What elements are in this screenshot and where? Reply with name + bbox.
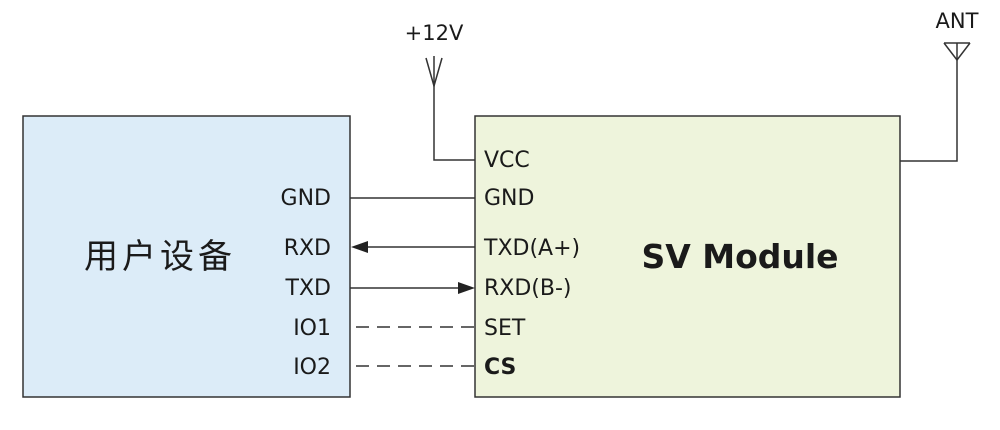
module-pin-set: SET — [484, 316, 526, 341]
user-pin-rxd: RXD — [284, 236, 331, 261]
sv-module-box — [474, 115, 901, 398]
module-pin-cs: CS — [484, 355, 516, 380]
user-device-box — [22, 115, 351, 398]
user-pin-io2: IO2 — [293, 355, 331, 380]
power-label: +12V — [405, 21, 464, 45]
module-pin-rxd: RXD(B-) — [484, 276, 572, 301]
user-pin-io1: IO1 — [293, 316, 331, 341]
module-title: SV Module — [641, 237, 838, 276]
module-pin-gnd: GND — [484, 186, 534, 211]
user-pin-txd: TXD — [285, 276, 331, 301]
user-pin-gnd: GND — [281, 186, 331, 211]
wire-power-vcc — [433, 56, 475, 161]
wire-antenna — [900, 43, 958, 162]
arrow-right-icon — [458, 282, 475, 294]
module-pin-vcc: VCC — [484, 148, 530, 173]
user-device-title: 用户设备 — [84, 237, 236, 277]
module-pin-txd: TXD(A+) — [483, 236, 580, 261]
antenna-label: ANT — [936, 9, 979, 33]
arrow-left-icon — [351, 241, 368, 253]
